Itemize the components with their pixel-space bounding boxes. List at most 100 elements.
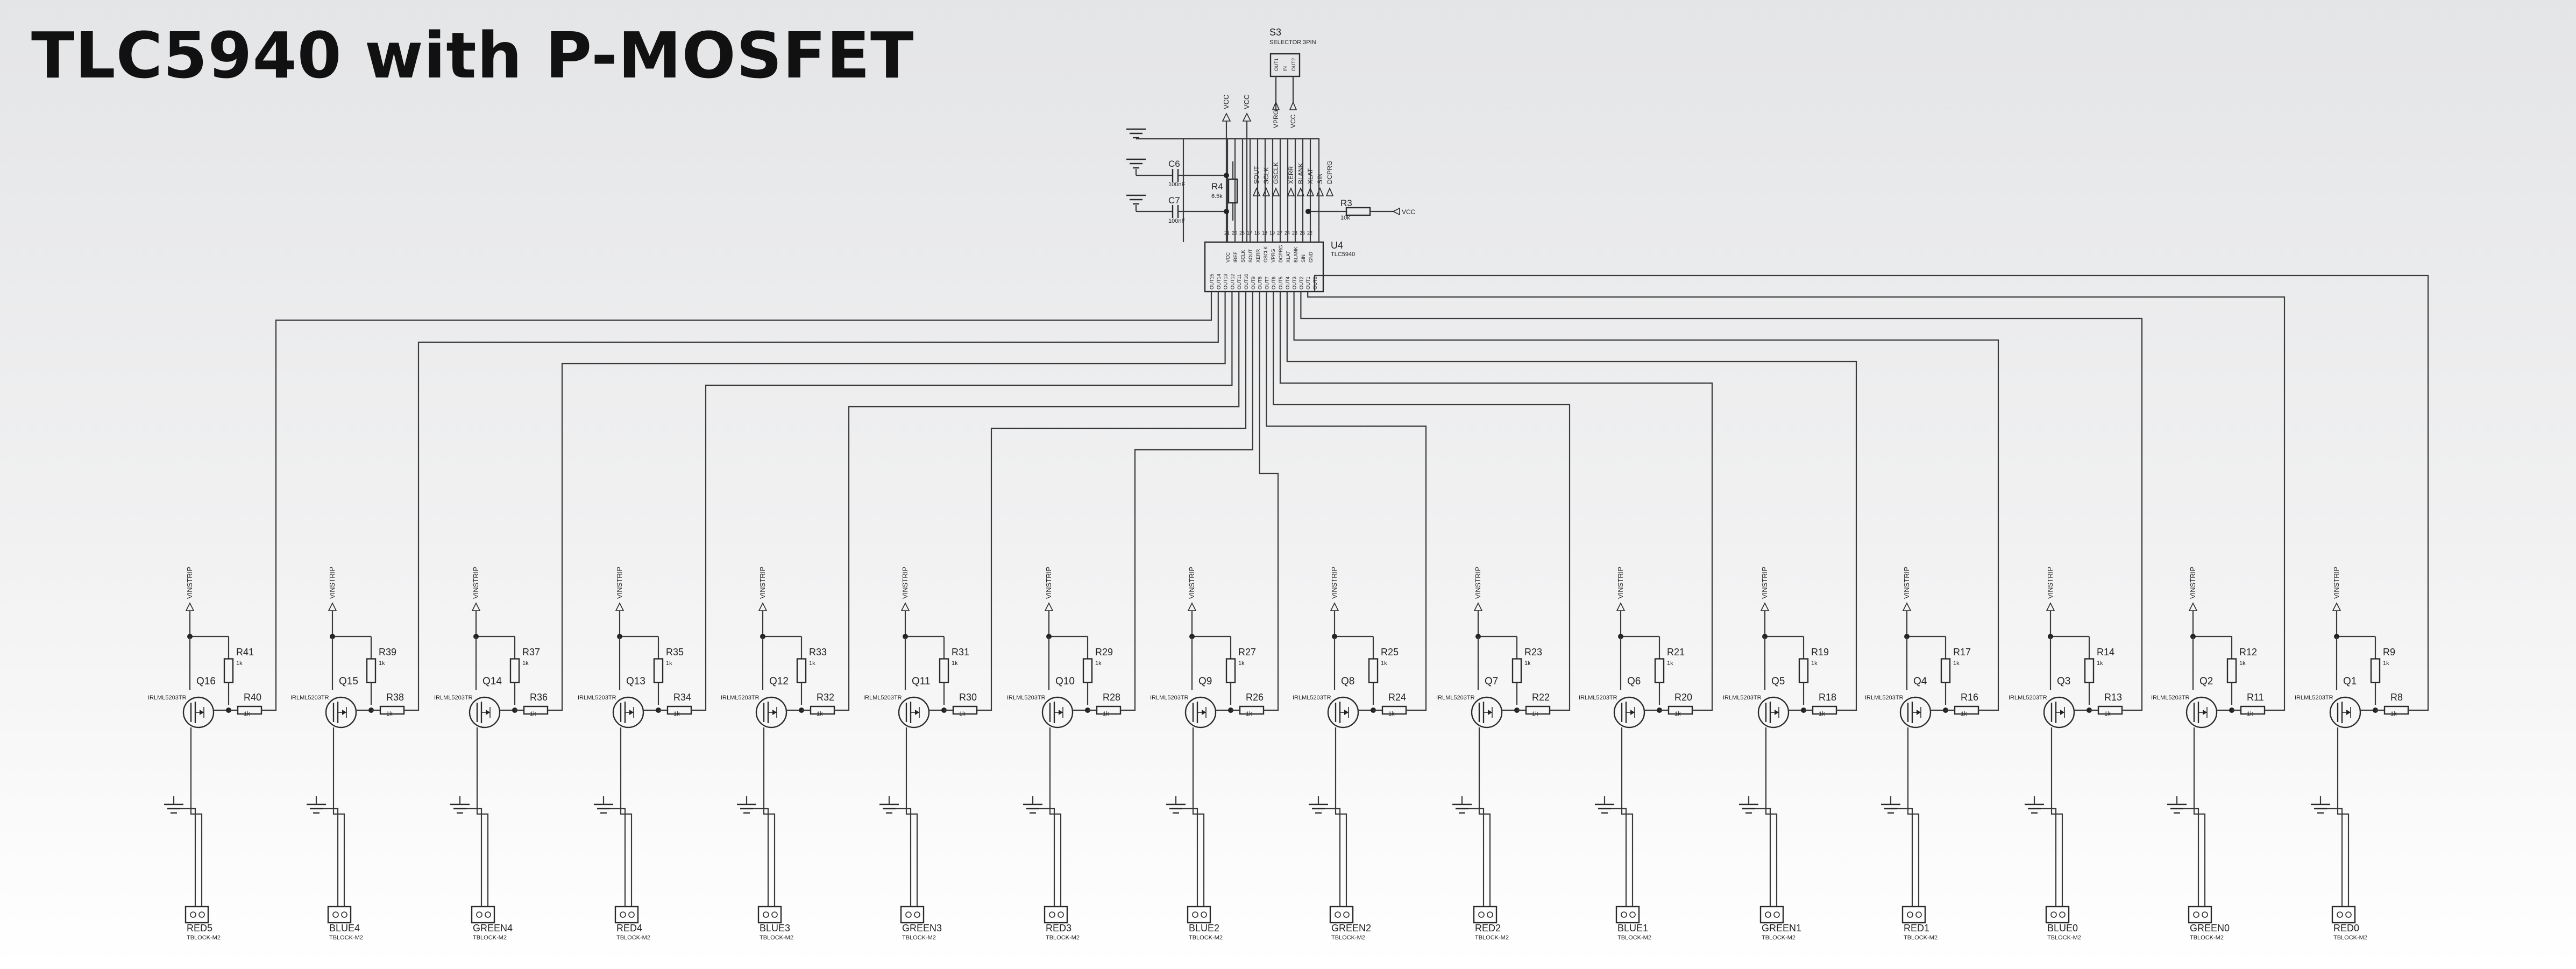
- gate-resistor-value: 1k: [1674, 711, 1681, 717]
- control-trace: [1286, 292, 1857, 711]
- gate-resistor-value: 1k: [1961, 711, 1967, 717]
- mosfet-body: [2043, 696, 2075, 728]
- control-trace: [1314, 274, 2429, 711]
- net-label: XLAT: [1307, 168, 1314, 184]
- terminal-block: [757, 906, 782, 924]
- drain-wire: [763, 809, 776, 907]
- net-flag-vcc: VCC: [1222, 95, 1231, 122]
- net-label: VINSTRIP: [1616, 567, 1624, 599]
- resistor-body: [2370, 658, 2381, 683]
- terminal-block: [1901, 906, 1926, 924]
- driver-pin-label: XLAT: [1286, 251, 1291, 263]
- pullup-value: 1k: [1095, 660, 1102, 667]
- channel-label: RED1: [1904, 923, 1929, 933]
- channel-label: GREEN2: [1331, 923, 1371, 933]
- terminal-part: TBLOCK-M2: [2190, 935, 2224, 941]
- resistor-body: [1368, 658, 1379, 683]
- mosfet-body: [325, 696, 357, 728]
- junction-dot: [1224, 209, 1229, 214]
- mosfet-arrow: [1917, 710, 1921, 715]
- ground-symbol: [1126, 158, 1146, 169]
- driver-pin-label: VCC: [1225, 252, 1231, 263]
- r3-value: 10k: [1340, 215, 1350, 221]
- resistor-body: [653, 658, 664, 683]
- mosfet-q7: [1471, 696, 1503, 728]
- mosfet-q2: [2185, 696, 2218, 728]
- mosfet-q4: [1899, 696, 1932, 728]
- net-label: VINSTRIP: [758, 567, 767, 599]
- net-label: SIN: [1316, 173, 1324, 184]
- terminal-block: [327, 906, 352, 924]
- terminal-part: TBLOCK-M2: [473, 935, 507, 941]
- selector-part: SELECTOR 3PIN: [1269, 39, 1316, 46]
- control-trace: [843, 292, 1240, 711]
- driver-pin-label: IREF: [1233, 251, 1238, 263]
- resistor-body: [1654, 658, 1665, 683]
- mosfet-ref: Q15: [339, 676, 358, 687]
- ground-symbol: [1126, 194, 1146, 205]
- gate-resistor-ref: R20: [1674, 692, 1692, 703]
- net-label: VINSTRIP: [1045, 567, 1053, 599]
- mosfet-arrow: [200, 710, 204, 715]
- gate-resistor-ref: R32: [817, 692, 834, 703]
- junction-dot: [1305, 209, 1311, 214]
- mosfet-arrow: [2346, 710, 2351, 715]
- control-trace: [1293, 292, 1999, 711]
- c7-ref: C7: [1168, 195, 1180, 206]
- ground-wire: [2183, 808, 2199, 907]
- gate-resistor-value: 1k: [1103, 711, 1109, 717]
- mosfet-arrow: [1059, 710, 1063, 715]
- net-label: VINSTRIP: [1761, 567, 1769, 599]
- driver-pin-label: OUT0: [1312, 277, 1318, 289]
- mosfet-q3: [2043, 696, 2075, 728]
- mosfet-ref: Q6: [1627, 676, 1641, 687]
- terminal-block: [1187, 906, 1211, 924]
- net-label: VINSTRIP: [1474, 567, 1482, 599]
- mosfet-ref: Q16: [196, 676, 216, 687]
- gate-resistor-value: 1k: [530, 711, 536, 717]
- supply-flag: VINSTRIP: [615, 567, 625, 611]
- control-trace: [1307, 292, 2286, 711]
- mosfet-body: [2329, 696, 2361, 728]
- mosfet-q8: [1327, 696, 1359, 728]
- terminal-part: TBLOCK-M2: [1617, 935, 1651, 941]
- gate-resistor-value: 1k: [673, 711, 680, 717]
- driver-pin-label: DCPRG: [1278, 245, 1283, 263]
- driver-part: TLC5940: [1331, 251, 1355, 258]
- driver-pin-number: 24: [1285, 230, 1290, 236]
- driver-pin-number: 19: [1269, 230, 1275, 236]
- drain-wire: [476, 809, 489, 907]
- driver-pin-label: OUT11: [1237, 274, 1242, 289]
- mosfet-part: IRLML5203TR: [1007, 695, 1046, 701]
- pullup-ref: R12: [2239, 647, 2257, 657]
- driver-pin-label: BLANK: [1293, 246, 1298, 263]
- resistor-body: [2226, 658, 2237, 683]
- net-label: VINSTRIP: [472, 567, 480, 599]
- pullup-ref: R31: [952, 647, 969, 657]
- net-flag-xerr: XERR: [1287, 166, 1295, 196]
- mosfet-q5: [1757, 696, 1790, 728]
- gate-resistor-value: 1k: [959, 711, 966, 717]
- pullup-ref: R19: [1811, 647, 1829, 657]
- terminal-block: [1044, 906, 1068, 924]
- pullup-value: 1k: [1524, 660, 1531, 667]
- net-label: VINSTRIP: [186, 567, 194, 599]
- vcc-flag: [1289, 101, 1297, 110]
- net-label: VCC: [1222, 95, 1230, 109]
- ground-wire: [1039, 808, 1055, 907]
- pullup-ref: R25: [1381, 647, 1399, 657]
- c7-value: 100nF: [1168, 218, 1185, 224]
- gate-resistor-ref: R11: [2247, 692, 2264, 703]
- supply-flag: VINSTRIP: [900, 567, 910, 611]
- ground-wire: [610, 808, 626, 907]
- mosfet-q16: [182, 696, 215, 728]
- selector-net-label: VPRG: [1272, 110, 1280, 128]
- mosfet-body: [2185, 696, 2218, 728]
- driver-pin-number: 16: [1254, 230, 1260, 236]
- driver-pin-label: OUT1: [1305, 277, 1311, 289]
- ground-wire: [2041, 808, 2057, 907]
- bus-frame: [1183, 138, 1320, 242]
